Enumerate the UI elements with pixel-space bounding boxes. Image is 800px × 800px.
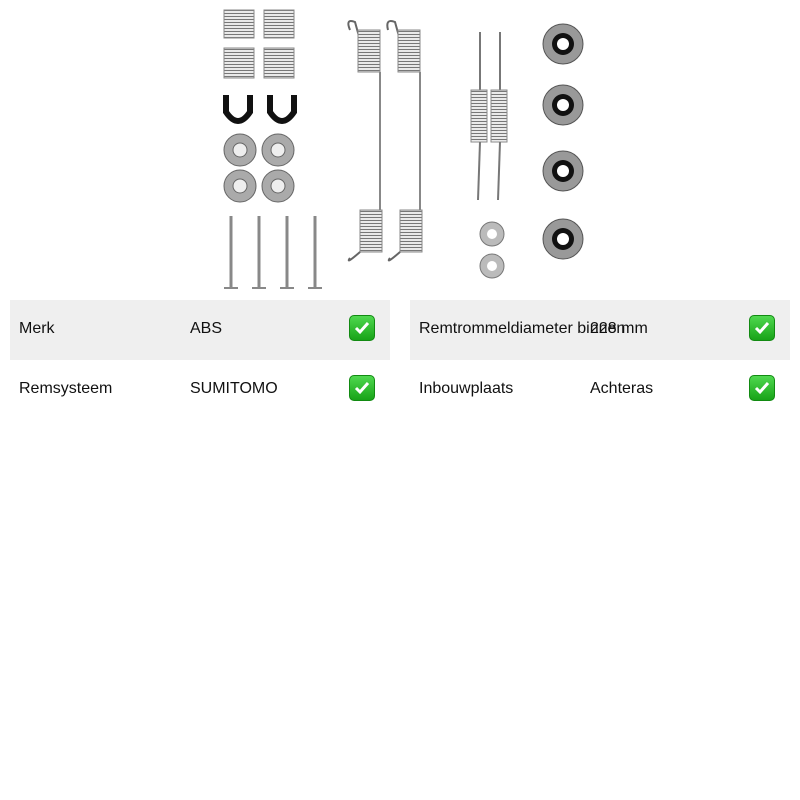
check-mark-button-icon — [749, 375, 775, 401]
spec-label: Merk — [19, 320, 55, 337]
check-mark-button-icon — [749, 315, 775, 341]
spec-table-left: Merk ABS Remsysteem SUMITOMO — [10, 300, 390, 420]
check-mark-button-icon — [349, 375, 375, 401]
spec-label: Inbouwplaats — [419, 380, 514, 397]
spec-value: 228 mm — [590, 320, 648, 337]
spec-row-remsysteem: Remsysteem SUMITOMO — [10, 360, 390, 420]
product-image — [200, 0, 600, 295]
spec-row-inbouwplaats: Inbouwplaats Achteras — [410, 360, 790, 420]
check-mark-button-icon — [349, 315, 375, 341]
brake-shoe-fitting-kit-image — [223, 9, 584, 289]
spec-table-right: Remtrommeldiameter binnen 228 mm Inbouwp… — [410, 300, 790, 420]
spec-label: Remsysteem — [19, 380, 113, 397]
spec-row-remtrommeldiameter: Remtrommeldiameter binnen 228 mm — [410, 300, 790, 360]
spec-row-merk: Merk ABS — [10, 300, 390, 360]
spec-value: Achteras — [590, 380, 654, 397]
spec-value: SUMITOMO — [190, 380, 278, 397]
spec-value: ABS — [190, 320, 223, 337]
spec-label: Remtrommeldiameter binnen — [419, 320, 626, 337]
